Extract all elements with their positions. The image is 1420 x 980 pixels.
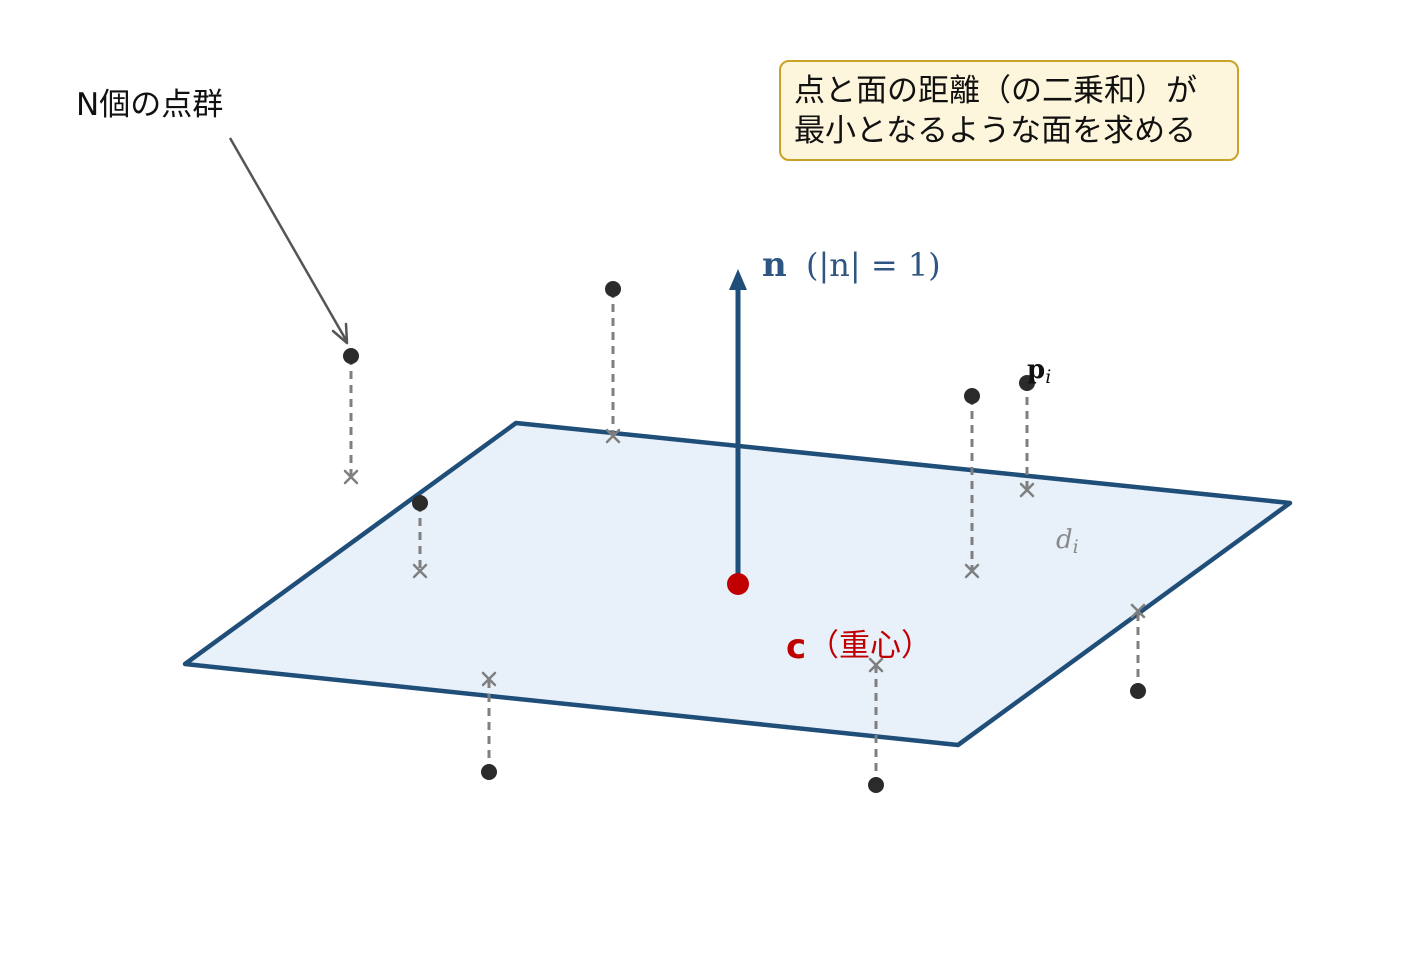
distance-label-symbol: d — [1056, 525, 1073, 555]
normal-vector-condition: (|n| = 1) — [806, 246, 941, 284]
data-point — [964, 388, 980, 404]
callout-line-2: 最小となるような面を求める — [794, 113, 1197, 149]
annotation-arrow-line — [228, 137, 348, 341]
data-point — [1130, 683, 1146, 699]
distance-label-subscript: i — [1073, 536, 1079, 558]
projection-foot-marker — [412, 563, 428, 579]
normal-vector-symbol: n — [762, 245, 787, 285]
projection-foot-marker — [481, 671, 497, 687]
objective-callout: 点と面の距離（の二乗和）が 最小となるような面を求める — [779, 60, 1239, 161]
projection-foot-marker — [1019, 482, 1035, 498]
data-point — [605, 281, 621, 297]
point-cloud-label: N個の点群 — [76, 87, 223, 123]
distance-label: di — [1056, 525, 1079, 558]
data-point — [343, 348, 359, 364]
point-cloud — [343, 281, 1146, 793]
data-point — [412, 495, 428, 511]
normal-vector-arrowhead — [729, 269, 747, 290]
point-label: pi — [1027, 355, 1051, 388]
callout-line-1: 点と面の距離（の二乗和）が — [794, 73, 1197, 109]
projection-foot-marker — [605, 428, 621, 444]
data-point — [1019, 375, 1035, 391]
projection-foot-marker — [964, 563, 980, 579]
projection-foot-marker — [1130, 603, 1146, 619]
centroid-label: （重心） — [808, 628, 932, 664]
projection-lines — [349, 290, 1140, 785]
data-point — [481, 764, 497, 780]
projection-foot-marker — [868, 657, 884, 673]
projection-feet — [343, 428, 1146, 687]
point-label-symbol: p — [1027, 355, 1045, 385]
data-point — [868, 777, 884, 793]
centroid-point — [727, 573, 749, 595]
projection-foot-marker — [343, 469, 359, 485]
centroid-symbol: c — [786, 627, 806, 667]
annotation-arrowhead — [331, 322, 349, 345]
point-label-subscript: i — [1045, 366, 1051, 388]
